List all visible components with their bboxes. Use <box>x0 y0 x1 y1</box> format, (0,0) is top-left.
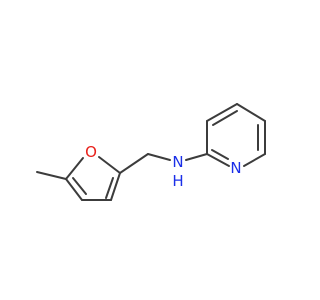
atom-label-oxygen: O <box>85 143 97 161</box>
bond-py-n-c2-double <box>211 149 229 160</box>
bond-py-c3-c4 <box>206 103 238 122</box>
bond-furan-o-c2 <box>98 156 121 174</box>
bond-methyl <box>36 171 67 180</box>
structure-diagram: O N H N <box>36 103 266 201</box>
atom-label-amine-hydrogen: H <box>172 172 183 190</box>
bond-furan-c4-c5 <box>65 178 83 201</box>
bond-py-n-c2 <box>206 153 230 167</box>
bond-furan-c5-o <box>65 157 84 180</box>
bond-c2-ch2 <box>119 153 149 174</box>
bond-n-c2py <box>185 153 208 161</box>
bond-furan-c4-c5-double <box>72 177 87 195</box>
atom-labels: O N H N <box>85 143 242 190</box>
bond-py-c4-c5 <box>236 103 266 122</box>
bonds <box>36 103 266 201</box>
bond-py-c6-n <box>243 153 266 167</box>
atom-label-amine-nitrogen: N <box>172 153 183 171</box>
atom-label-pyridine-nitrogen: N <box>230 159 241 177</box>
bond-furan-c2-c3-double <box>105 177 114 199</box>
bond-ch2-n <box>147 153 171 161</box>
bond-py-c3-c4-double <box>212 110 238 126</box>
bond-furan-c2-c3 <box>110 172 121 201</box>
